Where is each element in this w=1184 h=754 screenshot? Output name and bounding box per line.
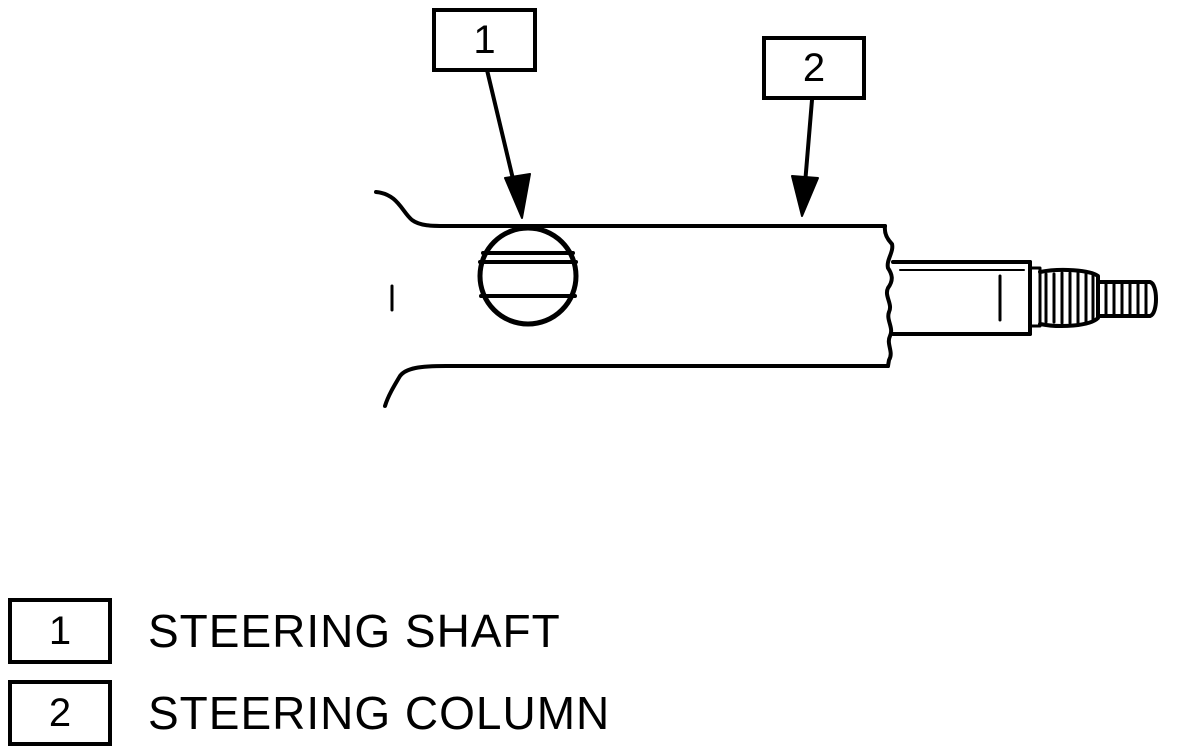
legend-box-2: 2 bbox=[8, 680, 112, 746]
callout-box-1: 1 bbox=[432, 8, 537, 72]
legend-label-steering-column: STEERING COLUMN bbox=[148, 687, 611, 739]
legend-box-1: 1 bbox=[8, 598, 112, 664]
legend-number-1: 1 bbox=[48, 609, 72, 653]
steering-shaft-drawing bbox=[891, 260, 1158, 336]
callout-number-2: 2 bbox=[802, 46, 826, 90]
legend-label-steering-shaft: STEERING SHAFT bbox=[148, 605, 561, 657]
legend-number-2: 2 bbox=[48, 691, 72, 735]
callout-1-leader bbox=[485, 68, 531, 219]
callout-number-1: 1 bbox=[473, 18, 496, 62]
steering-column-drawing bbox=[374, 190, 895, 408]
callout-box-2: 2 bbox=[762, 36, 866, 100]
callout-2-leader bbox=[791, 98, 819, 217]
